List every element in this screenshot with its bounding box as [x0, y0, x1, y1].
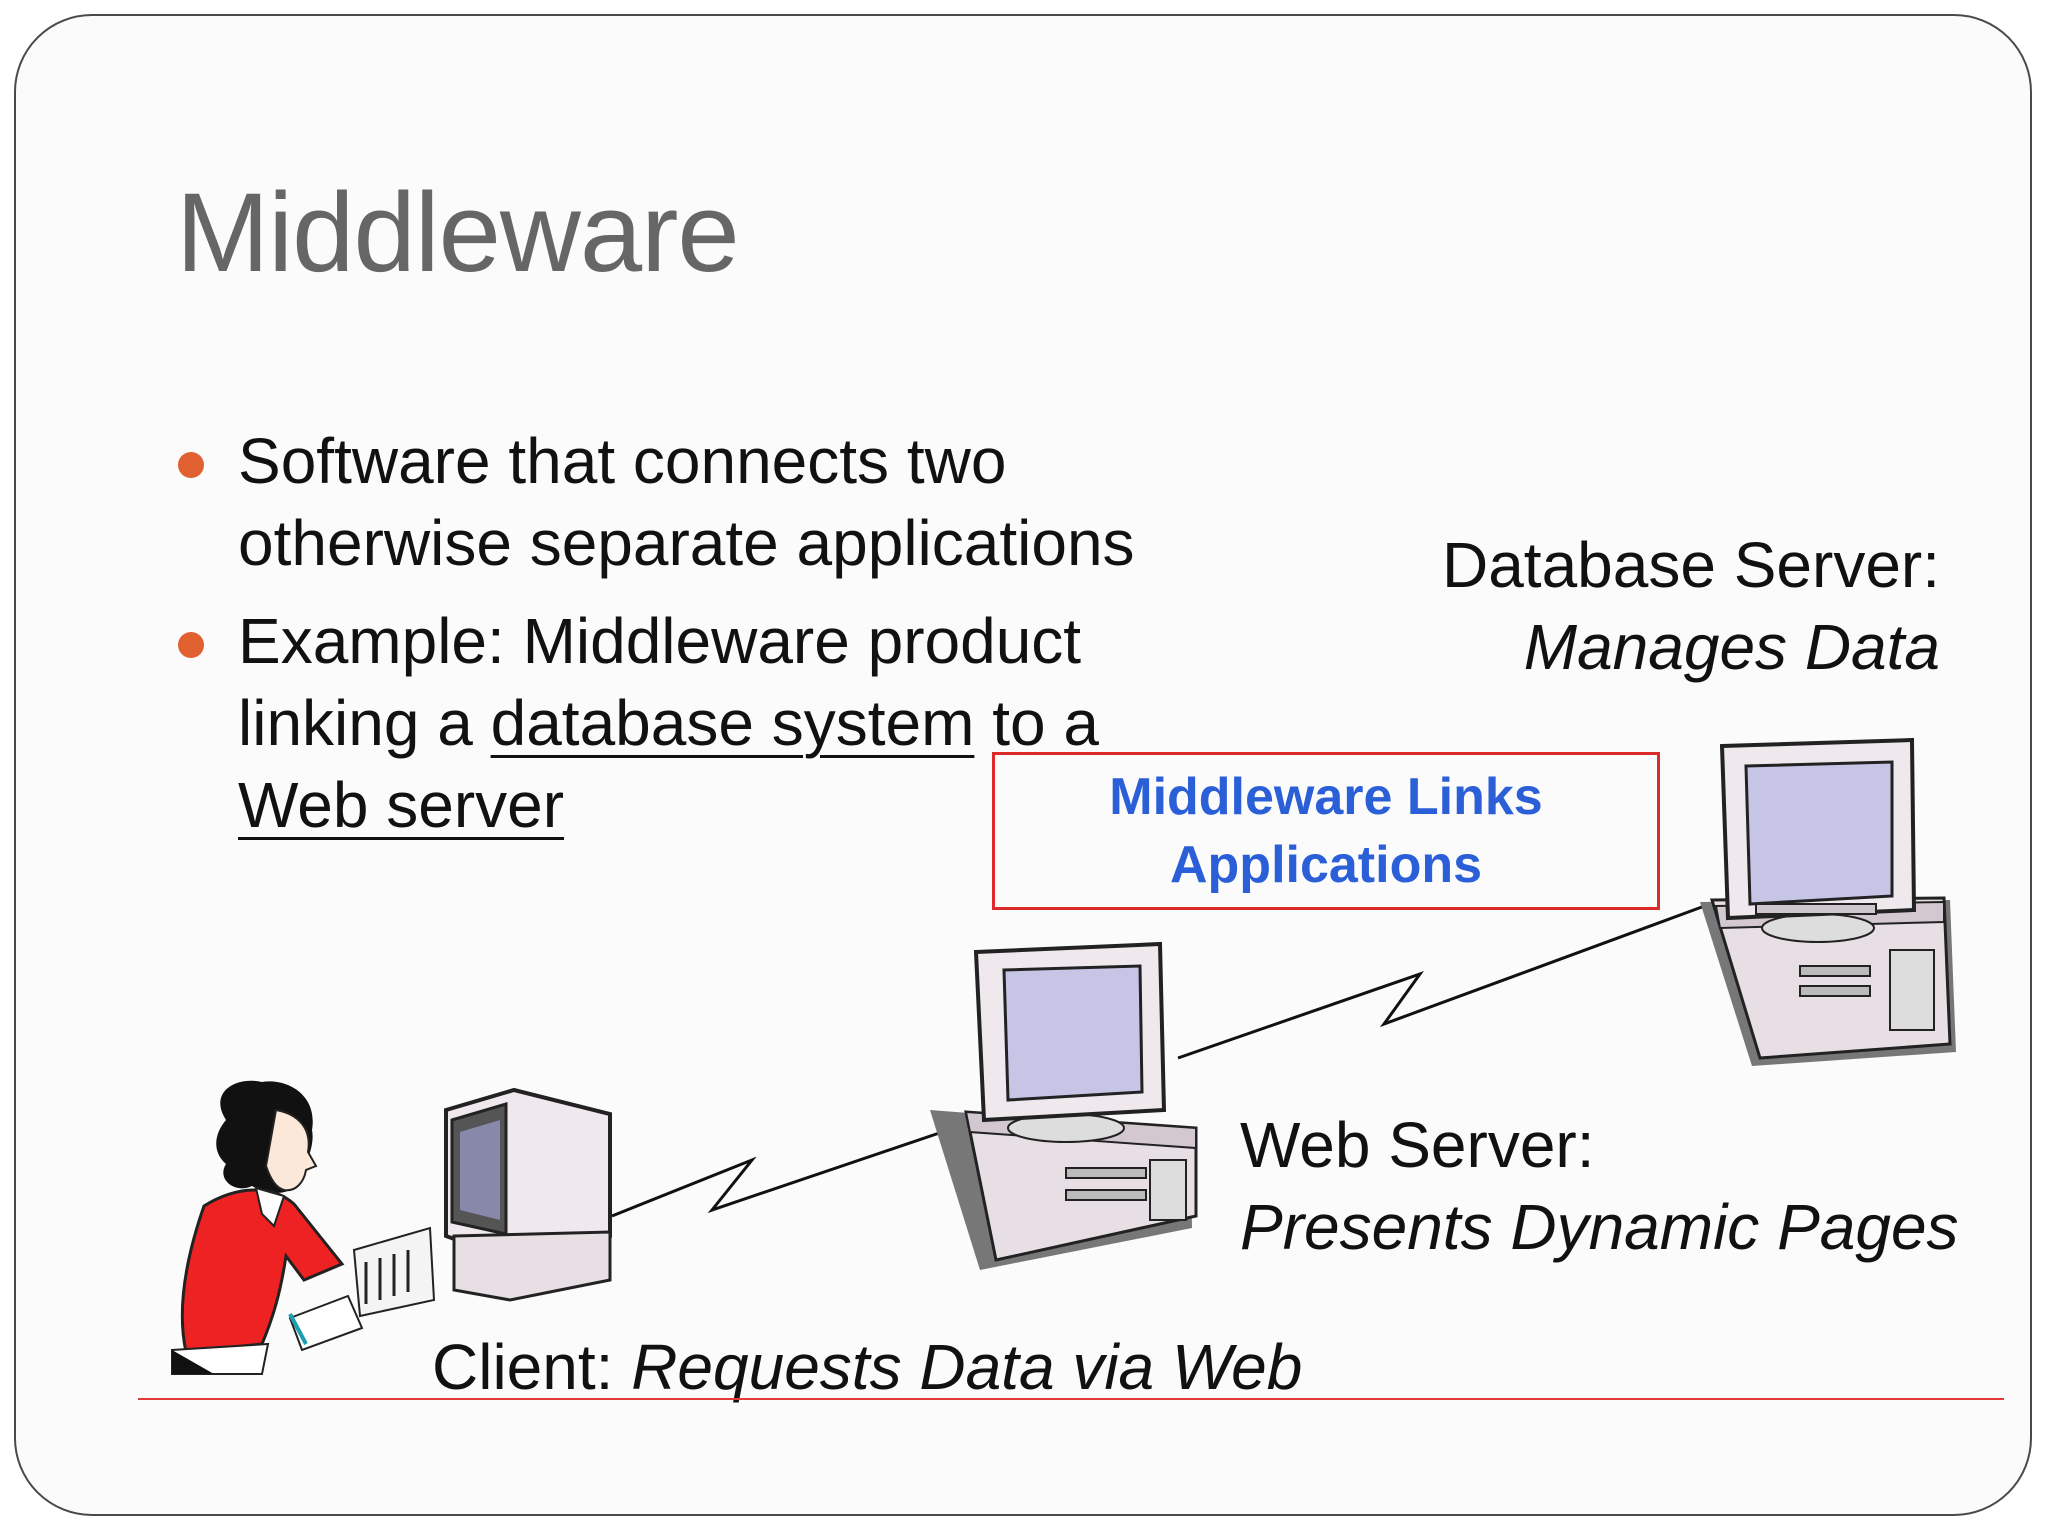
bottom-divider — [138, 1398, 2004, 1400]
bullet-dot-icon — [178, 632, 204, 658]
client-person-icon — [171, 1080, 364, 1375]
web-server-title: Web Server: — [1240, 1109, 1595, 1181]
slide: Middleware Software that connects two ot… — [14, 14, 2032, 1516]
web-server-link[interactable]: Web server — [238, 769, 565, 841]
database-server-label: Database Server: Manages Data — [1442, 524, 1940, 688]
web-server-role: Presents Dynamic Pages — [1240, 1191, 1959, 1263]
database-server-role: Manages Data — [1523, 611, 1940, 683]
database-server-title: Database Server: — [1441, 529, 1940, 601]
client-computer-icon — [352, 1087, 612, 1318]
slide-title: Middleware — [176, 170, 740, 295]
bullet-item: Example: Middleware product linking a da… — [178, 600, 1228, 846]
web-db-connection — [1177, 902, 1711, 1060]
middleware-box: Middleware Links Applications — [992, 752, 1660, 910]
client-label: Client: Requests Data via Web — [432, 1326, 1302, 1408]
database-system-link[interactable]: database system — [490, 687, 975, 759]
database-server-computer-icon — [1700, 737, 1956, 1066]
bullet-text: to a — [974, 687, 1099, 759]
client-role: Requests Data via Web — [631, 1331, 1303, 1403]
bullet-dot-icon — [178, 452, 204, 478]
web-server-label: Web Server: Presents Dynamic Pages — [1240, 1104, 1959, 1268]
bullet-text: Software that connects two otherwise sep… — [238, 425, 1135, 579]
web-server-computer-icon — [930, 941, 1198, 1270]
middleware-box-line2: Applications — [1169, 836, 1483, 894]
middleware-box-line1: Middleware Links — [1109, 768, 1543, 826]
client-title: Client: — [432, 1331, 632, 1403]
bullet-list: Software that connects two otherwise sep… — [178, 420, 1228, 862]
bullet-item: Software that connects two otherwise sep… — [178, 420, 1228, 584]
bullet-text: Example: Middleware product linking a — [238, 605, 1082, 759]
client-web-connection — [611, 1124, 961, 1218]
